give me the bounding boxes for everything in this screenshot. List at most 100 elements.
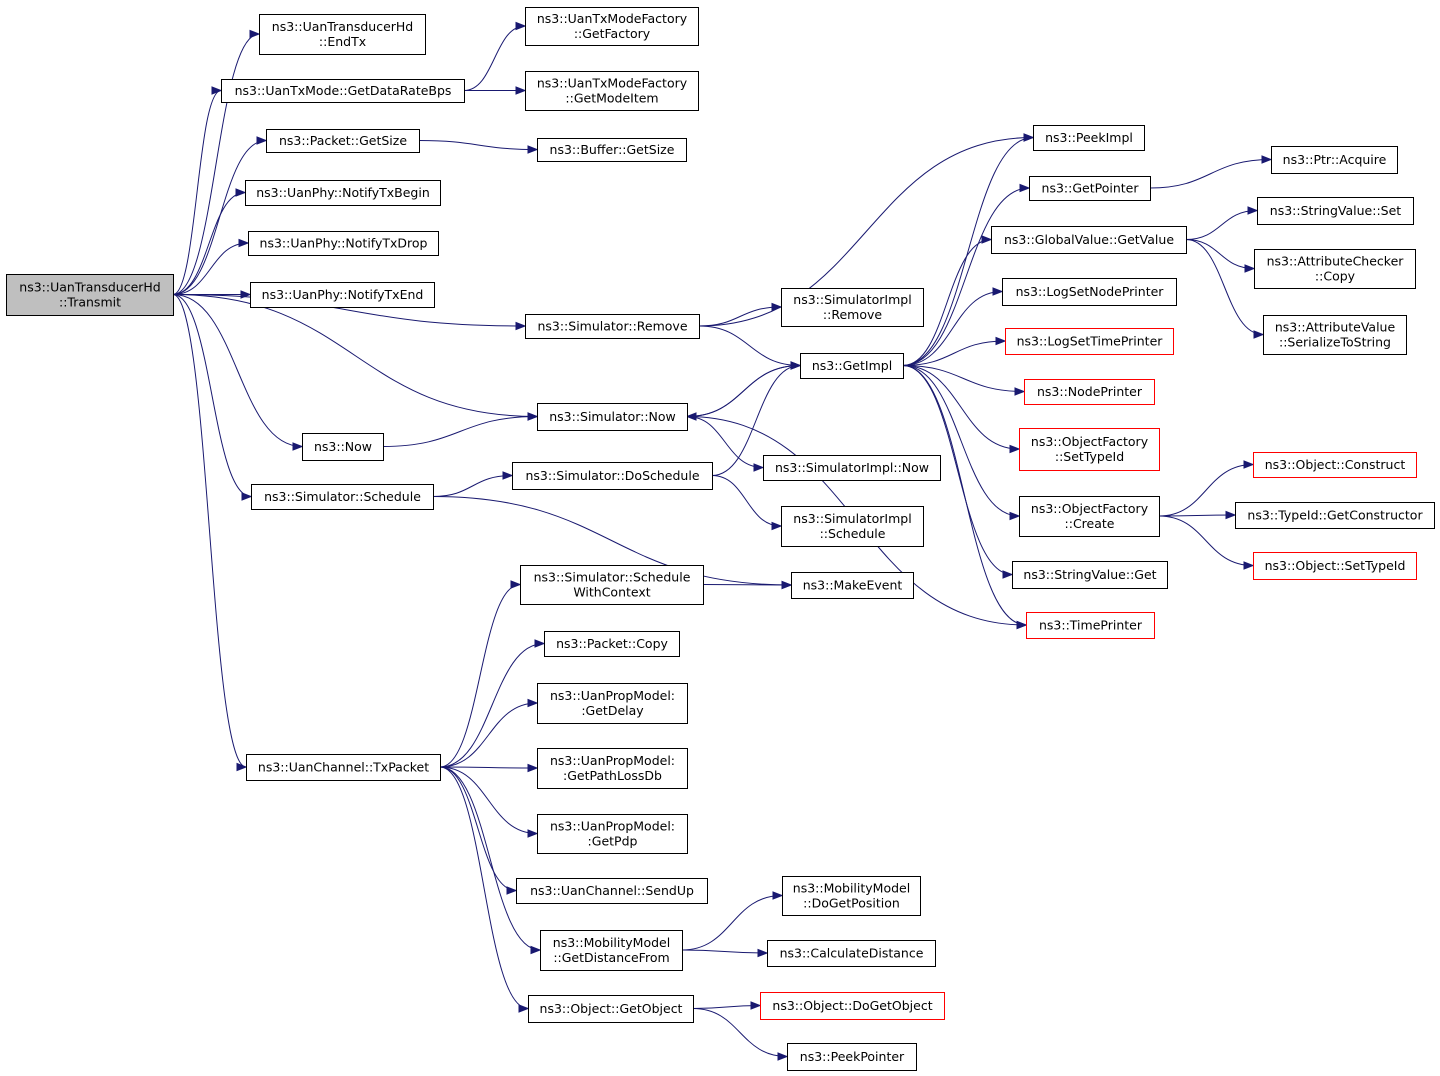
edge-objgetobject-to-peekpointer (692, 1008, 788, 1057)
node-label: ns3::GetImpl (812, 358, 892, 373)
node-objconstruct[interactable]: ns3::Object::Construct (1253, 452, 1417, 478)
node-box (248, 231, 439, 256)
node-label: ns3::ObjectFactory (1031, 501, 1149, 516)
node-label: ns3::Packet::Copy (556, 636, 668, 651)
node-ofcreate[interactable]: ns3::ObjectFactory::Create (1019, 496, 1160, 537)
node-box (781, 288, 924, 327)
node-packetgetsize[interactable]: ns3::Packet::GetSize (266, 129, 420, 153)
arrow-head-icon (527, 829, 539, 838)
node-simnow[interactable]: ns3::Simulator::Now (537, 403, 688, 431)
node-label: ns3::UanTransducerHd (19, 280, 160, 295)
node-objgetobject[interactable]: ns3::Object::GetObject (528, 995, 694, 1023)
node-txpacket[interactable]: ns3::UanChannel::TxPacket (246, 754, 441, 781)
node-label: ::GetModeItem (565, 91, 658, 106)
node-getpdp[interactable]: ns3::UanPropModel::GetPdp (537, 814, 688, 854)
arrow-head-icon (530, 945, 542, 955)
node-gvgetvalue[interactable]: ns3::GlobalValue::GetValue (991, 226, 1187, 254)
node-getimpl[interactable]: ns3::GetImpl (800, 353, 904, 379)
node-now[interactable]: ns3::Now (302, 433, 384, 461)
node-simimplremove[interactable]: ns3::SimulatorImpl::Remove (781, 288, 924, 327)
node-peekimpl[interactable]: ns3::PeekImpl (1033, 125, 1145, 151)
arrow-head-icon (771, 521, 783, 531)
node-mmdogetpos[interactable]: ns3::MobilityModel::DoGetPosition (782, 876, 921, 916)
node-getdatarate[interactable]: ns3::UanTxMode::GetDataRateBps (221, 79, 465, 103)
node-attrchecker[interactable]: ns3::AttributeChecker::Copy (1254, 249, 1416, 289)
node-box (1033, 125, 1145, 151)
node-stringvalueset[interactable]: ns3::StringValue::Set (1257, 197, 1414, 225)
edge-transmit-to-notifytxbegin (172, 192, 246, 295)
edge-now-to-simnow (382, 416, 538, 447)
edge-simremove-to-getimpl (698, 325, 801, 366)
node-box (1271, 146, 1398, 174)
node-peekpointer[interactable]: ns3::PeekPointer (787, 1043, 917, 1071)
arrow-head-icon (790, 361, 802, 370)
node-box (302, 433, 384, 461)
node-label: ns3::SimulatorImpl::Now (775, 460, 929, 475)
edge-layer (172, 21, 1273, 1061)
node-label: ns3::SimulatorImpl (793, 292, 911, 307)
node-ptracquire[interactable]: ns3::Ptr::Acquire (1271, 146, 1398, 174)
node-attrvalue[interactable]: ns3::AttributeValue::SerializeToString (1263, 315, 1407, 355)
node-label: ::Remove (823, 307, 882, 322)
node-box (537, 748, 688, 789)
edge-txpacket-to-packetcopy (439, 643, 545, 768)
node-getpointer[interactable]: ns3::GetPointer (1029, 176, 1151, 201)
arrow-head-icon (1016, 620, 1028, 630)
node-sendup[interactable]: ns3::UanChannel::SendUp (516, 878, 708, 904)
arrow-head-icon (1244, 264, 1256, 273)
node-objsettypeid[interactable]: ns3::Object::SetTypeId (1253, 552, 1417, 580)
arrow-head-icon (515, 321, 527, 331)
node-box (767, 940, 936, 967)
node-getmodeitem[interactable]: ns3::UanTxModeFactory::GetModeItem (525, 71, 699, 111)
node-simimplschedule[interactable]: ns3::SimulatorImpl::Schedule (781, 506, 924, 547)
node-getfactory[interactable]: ns3::UanTxModeFactory::GetFactory (525, 7, 699, 46)
node-box (1019, 428, 1160, 471)
node-makeevent[interactable]: ns3::MakeEvent (791, 572, 914, 599)
node-label: ::GetFactory (574, 26, 651, 41)
node-layer: ns3::UanTransducerHd::Transmitns3::UanTr… (6, 7, 1435, 1071)
node-simremove[interactable]: ns3::Simulator::Remove (525, 314, 700, 339)
node-box (245, 180, 441, 206)
node-lognodeprinter[interactable]: ns3::LogSetNodePrinter (1002, 278, 1177, 306)
node-simimplnow[interactable]: ns3::SimulatorImpl::Now (763, 455, 941, 481)
node-label: ::Create (1065, 516, 1115, 531)
edge-objgetobject-to-objdogetobject (692, 1005, 761, 1009)
arrow-head-icon (534, 639, 546, 648)
node-packetcopy[interactable]: ns3::Packet::Copy (544, 631, 680, 657)
node-label: ::SerializeToString (1279, 335, 1391, 350)
arrow-head-icon (1009, 444, 1021, 454)
node-transmit[interactable]: ns3::UanTransducerHd::Transmit (6, 274, 174, 316)
node-mmgetdist[interactable]: ns3::MobilityModel::GetDistanceFrom (540, 930, 683, 971)
node-endtx[interactable]: ns3::UanTransducerHd::EndTx (259, 14, 426, 55)
node-label: ns3::UanChannel::TxPacket (258, 760, 429, 775)
node-label: ns3::Simulator::Remove (537, 319, 687, 334)
node-getpathloss[interactable]: ns3::UanPropModel::GetPathLossDb (537, 748, 688, 789)
node-nodeprinter[interactable]: ns3::NodePrinter (1024, 379, 1155, 405)
node-simschedule[interactable]: ns3::Simulator::Schedule (251, 484, 434, 510)
node-label: ns3::Ptr::Acquire (1283, 152, 1387, 167)
node-ofsettypeid[interactable]: ns3::ObjectFactory::SetTypeId (1019, 428, 1160, 471)
node-notifytxbegin[interactable]: ns3::UanPhy::NotifyTxBegin (245, 180, 441, 206)
edge-txpacket-to-objgetobject (439, 766, 529, 1009)
edge-gvgetvalue-to-attrchecker (1185, 239, 1255, 269)
node-notifytxend[interactable]: ns3::UanPhy::NotifyTxEnd (250, 282, 435, 308)
node-box (520, 565, 704, 605)
edge-getimpl-to-logtimeprinter (902, 340, 1006, 366)
node-getdelay[interactable]: ns3::UanPropModel::GetDelay (537, 683, 688, 724)
node-logtimeprinter[interactable]: ns3::LogSetTimePrinter (1005, 328, 1174, 355)
node-objdogetobject[interactable]: ns3::Object::DoGetObject (760, 992, 945, 1020)
node-stringvalueget[interactable]: ns3::StringValue::Get (1012, 561, 1168, 589)
node-simdoschedule[interactable]: ns3::Simulator::DoSchedule (512, 462, 713, 490)
node-label: ns3::CalculateDistance (780, 946, 924, 961)
node-timeprinter[interactable]: ns3::TimePrinter (1026, 612, 1155, 639)
node-label: ::Transmit (59, 295, 121, 310)
node-typeidgetctor[interactable]: ns3::TypeId::GetConstructor (1235, 502, 1435, 529)
edge-simdoschedule-to-getimpl (711, 365, 801, 476)
node-box (763, 455, 941, 481)
node-calcdist[interactable]: ns3::CalculateDistance (767, 940, 936, 967)
arrow-head-icon (518, 1004, 530, 1013)
node-notifytxdrop[interactable]: ns3::UanPhy::NotifyTxDrop (248, 231, 439, 256)
node-label: ns3::LogSetTimePrinter (1017, 334, 1164, 349)
node-buffergetsize[interactable]: ns3::Buffer::GetSize (537, 138, 687, 162)
